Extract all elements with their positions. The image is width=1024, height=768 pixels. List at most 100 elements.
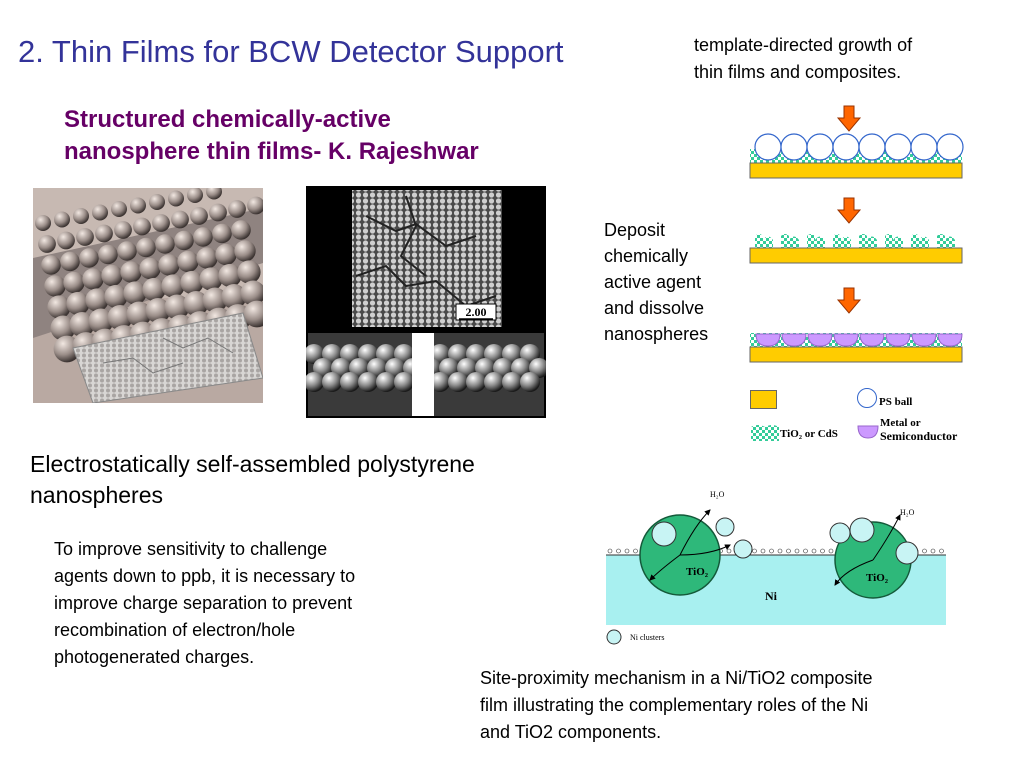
nanosphere (215, 243, 237, 266)
ni-surface-dot (820, 548, 825, 554)
nanosphere (66, 291, 90, 316)
caption-line: film illustrating the complementary role… (480, 695, 869, 715)
nanosphere (218, 263, 242, 288)
nanosphere (79, 248, 99, 268)
ps-ball (884, 133, 912, 161)
metal-deposit (859, 333, 885, 347)
metal-deposit (833, 333, 859, 347)
subtitle-line-2: nanosphere thin films- K. Rajeshwar (64, 138, 479, 165)
metal-deposit (885, 333, 911, 347)
nanosphere (168, 190, 184, 207)
nanosphere (152, 214, 170, 232)
nanosphere (187, 188, 203, 203)
ps-ball (806, 133, 834, 161)
nanosphere (243, 300, 263, 328)
nanosphere (228, 200, 246, 218)
caption-line: Site-proximity mechanism in a Ni/TiO2 co… (480, 668, 873, 688)
nanosphere (202, 287, 228, 313)
h2o-label: H₂O (900, 508, 915, 517)
nanosphere (92, 204, 108, 221)
legend-ps-ball-swatch (857, 388, 877, 408)
ni-surface-dot (616, 548, 621, 554)
ps-ball (910, 133, 938, 161)
ni-surface-dot (930, 548, 936, 554)
ni-cluster (733, 539, 753, 559)
metal-deposit (807, 333, 833, 347)
legend-substrate-swatch (750, 390, 777, 409)
nanosphere (306, 372, 324, 392)
nanosphere (430, 372, 450, 392)
nanosphere (47, 295, 71, 319)
ps-ball (858, 133, 886, 161)
ps-ball (780, 133, 808, 161)
tio2-particle-label: TiO₂ (866, 572, 889, 584)
sem-scale-label: 2.00 (466, 305, 487, 319)
electrostatic-line-2: nanospheres (30, 482, 163, 508)
deposit-line: nanospheres (604, 324, 709, 344)
sensitivity-line: photogenerated charges. (54, 647, 255, 667)
electrostatic-caption: Electrostatically self-assembled polysty… (30, 449, 475, 511)
nanosphere (466, 372, 486, 392)
ni-layer-label: Ni (765, 589, 778, 603)
nanosphere (161, 274, 185, 298)
caption-line: and TiO2 components. (480, 722, 662, 742)
legend-ps-ball-label: PS ball (879, 396, 913, 408)
metal-deposit (781, 333, 807, 347)
ni-cluster (829, 522, 851, 544)
nanosphere (69, 312, 95, 337)
nanosphere (448, 372, 468, 392)
nanosphere (209, 203, 227, 222)
nanosphere (212, 223, 232, 244)
sem-image-top-and-side-view: 2.00 (306, 186, 546, 418)
ni-surface-dot (760, 548, 766, 554)
tio2-particle-label: TiO₂ (686, 566, 709, 578)
nanosphere (76, 228, 94, 246)
nanosphere (57, 231, 75, 250)
nanosphere (130, 197, 146, 214)
sensitivity-line: To improve sensitivity to challenge (54, 539, 328, 559)
deposit-line: active agent (604, 272, 702, 292)
nanosphere (123, 281, 147, 305)
ni-cluster (849, 517, 875, 543)
nanosphere (111, 201, 127, 217)
ni-surface-dot (752, 548, 757, 554)
nanosphere (142, 277, 166, 302)
nanosphere (358, 372, 378, 392)
nanosphere (171, 210, 189, 229)
nanosphere (180, 270, 204, 295)
slide-subtitle: Structured chemically-active nanosphere … (64, 104, 584, 168)
ni-cluster (895, 541, 919, 565)
ps-ball (832, 133, 860, 161)
electrostatic-line-1: Electrostatically self-assembled polysty… (30, 451, 475, 477)
deposition-step-diagram (748, 100, 968, 370)
nanosphere (88, 308, 114, 334)
legend-metal-label: Metal or Semiconductor (880, 417, 957, 443)
nanosphere (85, 288, 109, 312)
ni-surface-dot (786, 548, 791, 554)
nanosphere (196, 247, 218, 269)
nanosphere (520, 372, 540, 392)
nanosphere (206, 188, 222, 200)
nanosphere (155, 234, 175, 254)
legend-metal-line-1: Metal or (880, 417, 921, 429)
arrow-down-icon (836, 197, 862, 224)
nanosphere (82, 268, 104, 290)
sensitivity-line: recombination of electron/hole (54, 620, 296, 640)
slide-title: 2. Thin Films for BCW Detector Support (18, 34, 564, 69)
nanosphere (50, 315, 76, 341)
nanosphere (234, 240, 256, 262)
template-growth-line-1: template-directed growth of (694, 35, 913, 55)
nanosphere (158, 254, 180, 276)
nanosphere (120, 261, 142, 283)
ni-cluster (651, 521, 677, 547)
metal-deposit (755, 333, 781, 347)
ni-surface-dot (794, 548, 800, 554)
nanosphere (95, 224, 113, 243)
nanosphere (145, 298, 171, 323)
nanosphere (177, 250, 199, 273)
legend-metal-swatch (857, 425, 879, 439)
nanosphere (240, 280, 263, 306)
nanosphere (221, 284, 247, 309)
site-proximity-caption: Site-proximity mechanism in a Ni/TiO2 co… (480, 665, 872, 746)
nanosphere (149, 194, 165, 210)
